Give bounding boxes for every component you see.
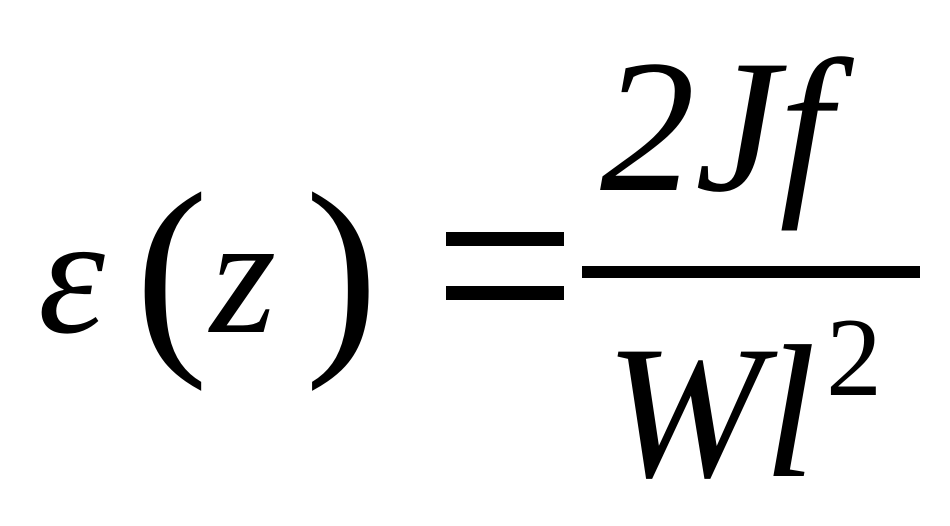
- open-parenthesis: (: [135, 148, 209, 392]
- fraction-denominator: Wl: [605, 308, 817, 518]
- equals-sign-top-bar: [446, 232, 564, 246]
- close-parenthesis: ): [305, 148, 379, 392]
- fraction-bar: [582, 266, 920, 278]
- epsilon-symbol: ε: [38, 181, 105, 369]
- z-variable: z: [210, 181, 277, 369]
- denominator-exponent: 2: [826, 296, 882, 420]
- fraction-numerator: 2Jf: [600, 22, 833, 232]
- equals-sign-bottom-bar: [446, 286, 564, 300]
